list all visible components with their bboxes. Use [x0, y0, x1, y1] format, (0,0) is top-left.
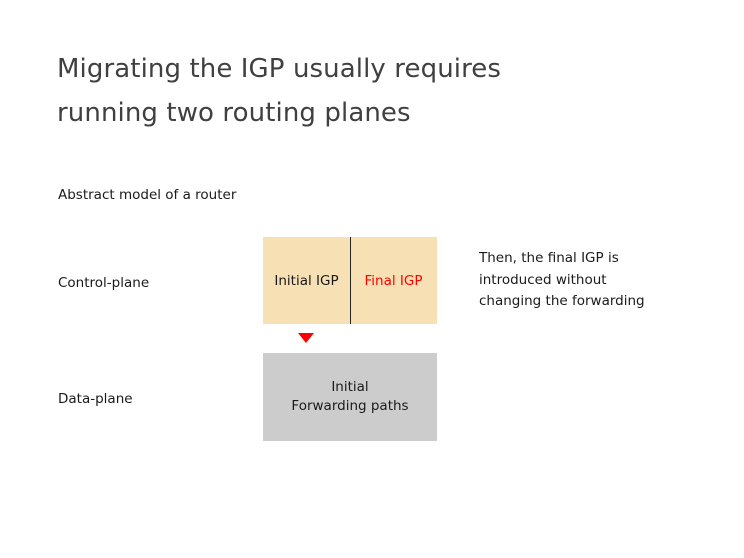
down-triangle-icon — [298, 333, 314, 343]
label-control-plane: Control-plane — [58, 275, 150, 291]
data-plane-box-label: Initial Forwarding paths — [291, 379, 409, 414]
control-plane-final-igp-cell: Final IGP — [364, 272, 423, 289]
data-plane-box: Initial Forwarding paths — [263, 353, 437, 441]
control-plane-initial-igp-cell: Initial IGP — [274, 272, 339, 289]
control-plane-divider — [350, 237, 352, 324]
label-data-plane: Data-plane — [58, 391, 133, 407]
subtitle-abstract-model: Abstract model of a router — [58, 187, 237, 203]
annotation-text: Then, the final IGP is introduced withou… — [479, 250, 645, 309]
control-plane-box: Initial IGP Final IGP — [263, 237, 437, 324]
page-title: Migrating the IGP usually requires runni… — [57, 54, 502, 128]
